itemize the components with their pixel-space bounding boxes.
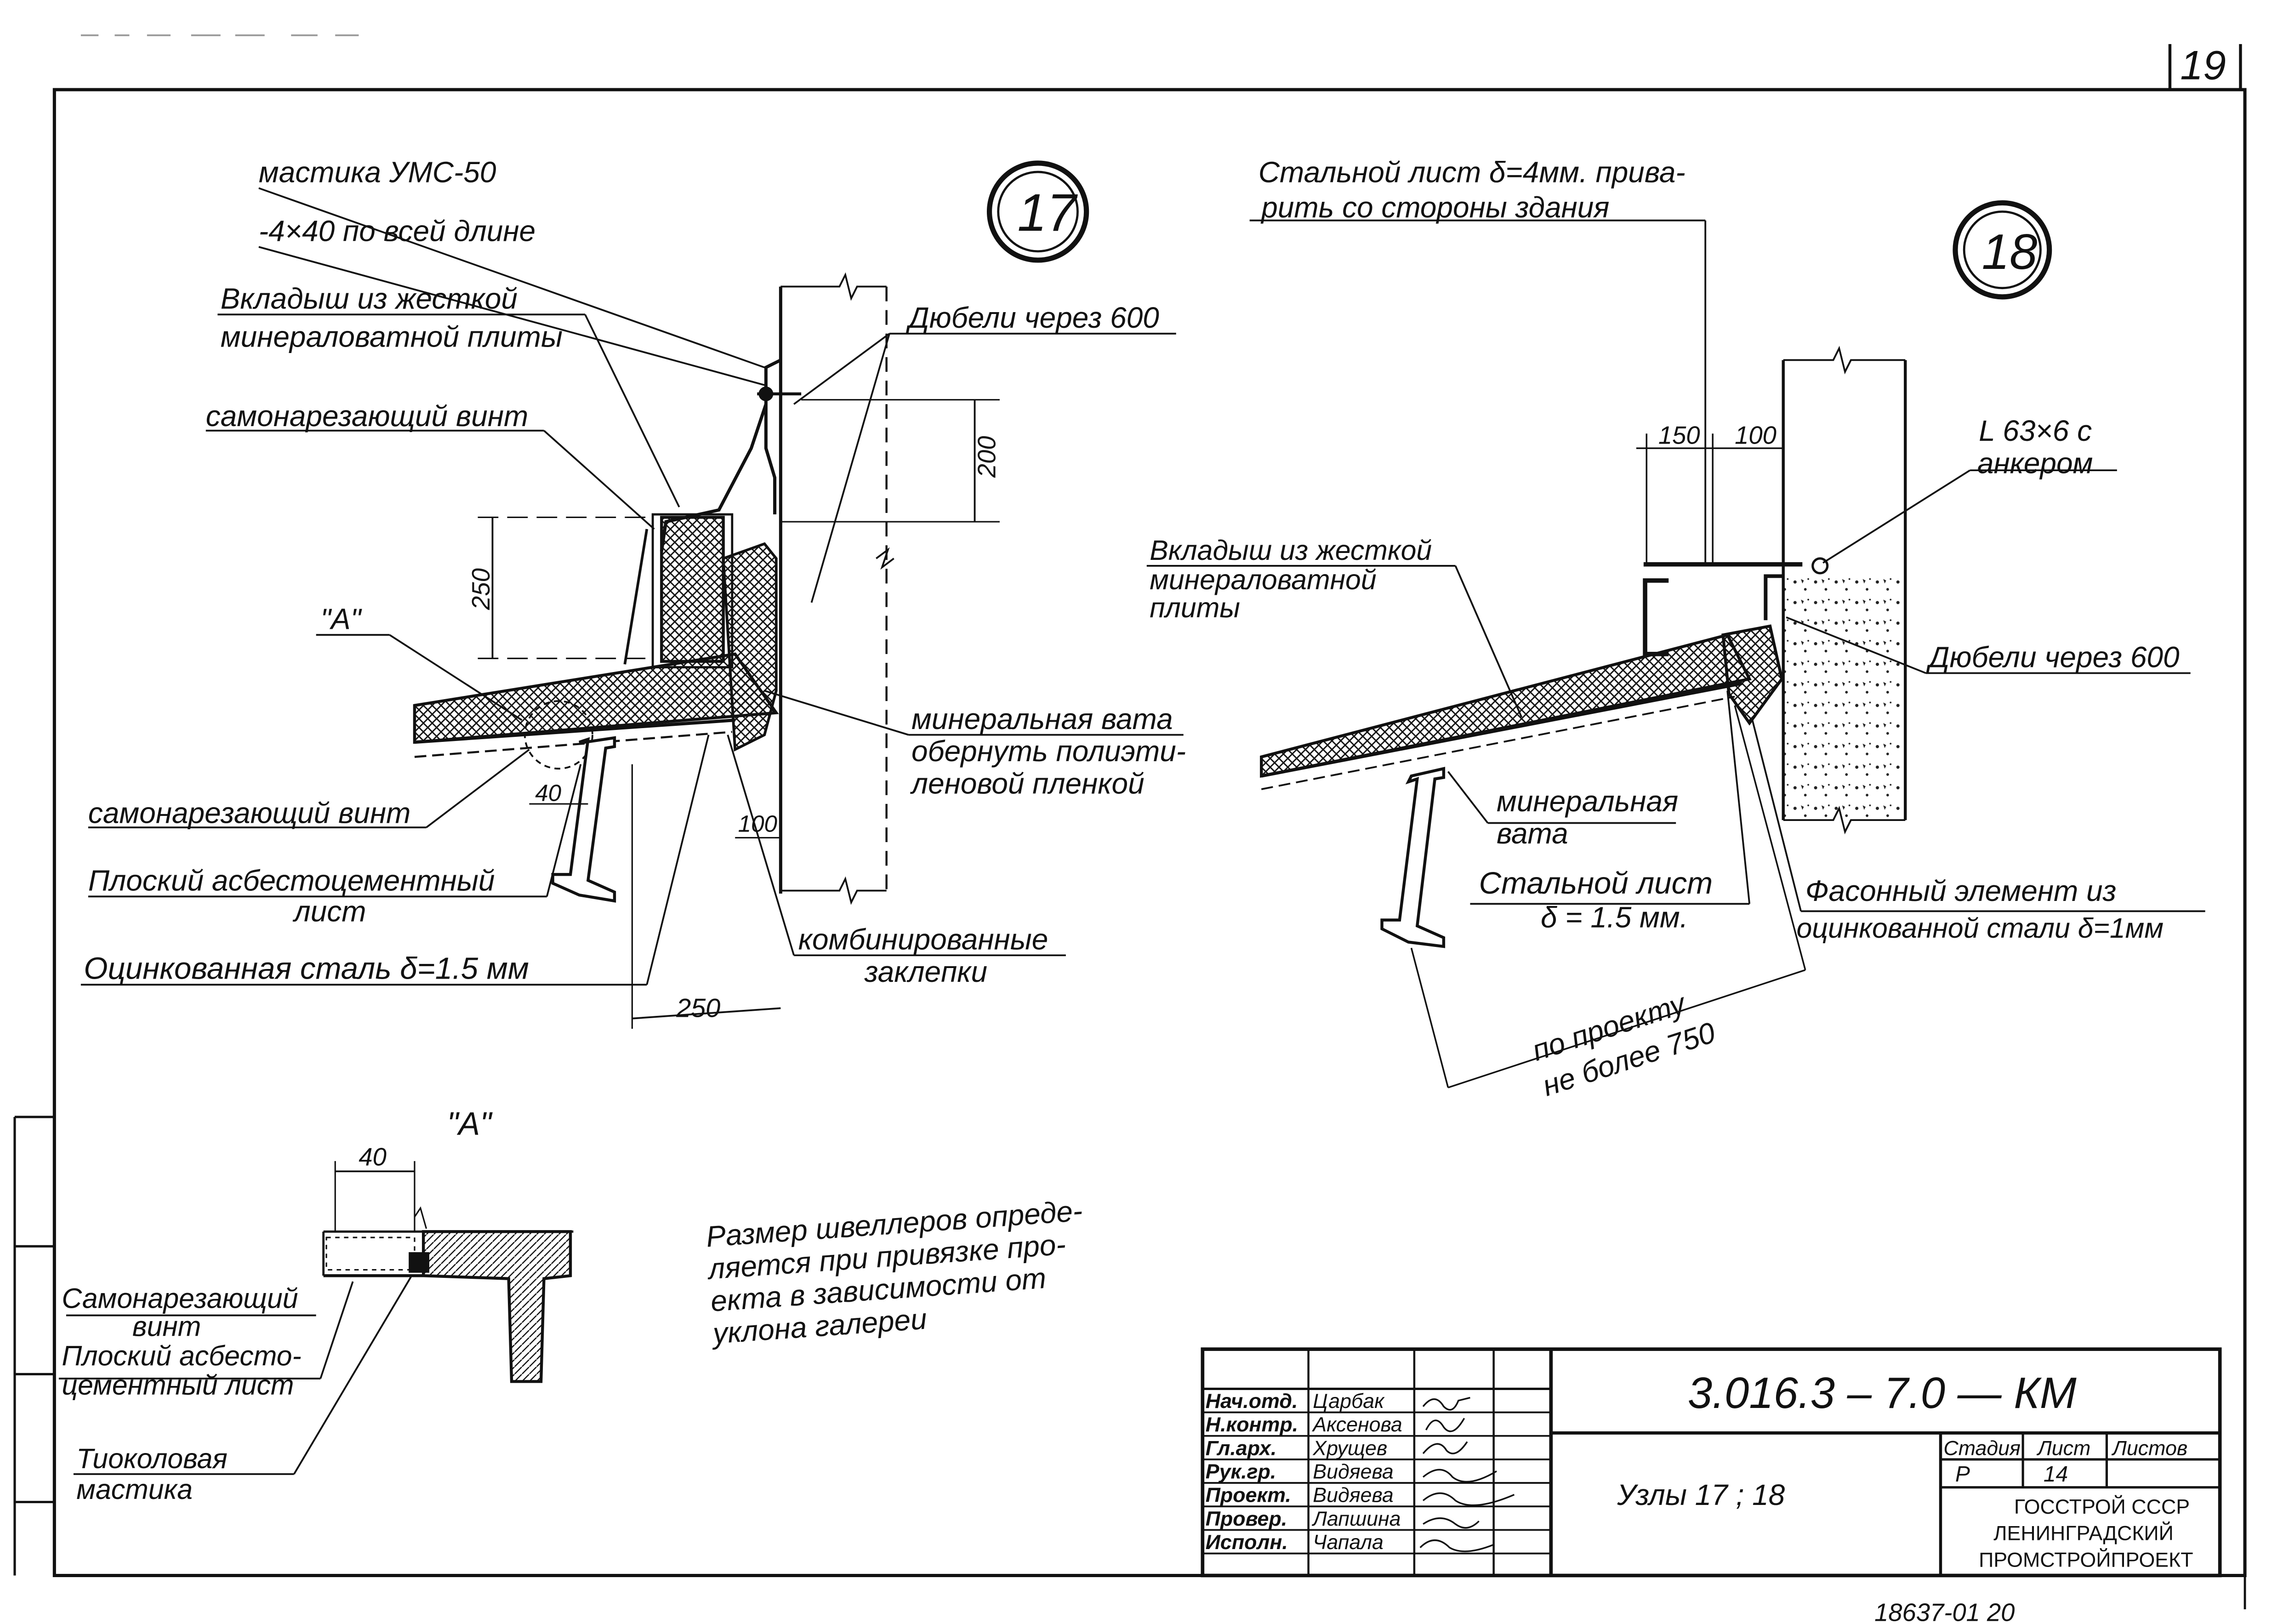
- dims-18: [1410, 433, 1806, 1088]
- sheet-header: Лист: [2036, 1436, 2090, 1459]
- sheet-value: 14: [2044, 1462, 2068, 1487]
- node-18-drawing: [1146, 200, 2205, 1088]
- stage-header: Стадия: [1943, 1436, 2021, 1459]
- label-angle-1: L 63×6 с: [1979, 414, 2092, 447]
- label-steel-sheet-1: Стальной лист δ=4мм. прива-: [1258, 155, 1685, 188]
- detail-a-sheet-1: Плоский асбесто-: [62, 1340, 301, 1371]
- detail-a-title: "А": [447, 1105, 493, 1141]
- label-mineral-2: обернуть полиэти-: [911, 735, 1186, 768]
- role-5-name: Видяева: [1313, 1484, 1394, 1507]
- node-18-number: 18: [1982, 224, 2038, 280]
- label-mark-a: "А": [320, 602, 362, 635]
- label-dowels-17: Дюбели через 600: [906, 301, 1160, 334]
- node-18-circle: [1953, 200, 2052, 300]
- label-mineral-1: минеральная вата: [911, 702, 1173, 735]
- detail-a-mastic-2: мастика: [76, 1474, 193, 1505]
- title-name: Узлы 17 ; 18: [1617, 1478, 1785, 1511]
- dim-100-18: 100: [1735, 422, 1777, 450]
- role-4-name: Видяева: [1313, 1460, 1394, 1483]
- label-angle-2: анкером: [1977, 447, 2093, 480]
- leaders-17: [80, 187, 1184, 986]
- node-17-circle: [986, 160, 1089, 263]
- label-mineral-3: леновой пленкой: [910, 767, 1144, 800]
- label-asbestos-2: лист: [292, 895, 366, 928]
- dim-150: 150: [1658, 422, 1700, 450]
- role-5: Проект.: [1206, 1484, 1291, 1507]
- role-7-name: Чапала: [1313, 1531, 1384, 1554]
- node-17-drawing: [80, 160, 1184, 1029]
- role-2: Н.контр.: [1206, 1413, 1298, 1436]
- label-insert-2: минераловатной плиты: [221, 320, 563, 353]
- roof-panel-17: [413, 652, 779, 744]
- label-insert18-1: Вкладыш из жесткой: [1150, 535, 1432, 566]
- label-mineral18-2: вата: [1497, 817, 1568, 850]
- note: Размер швеллеров опреде- ляется при прив…: [705, 1194, 1083, 1350]
- label-shaped-1: Фасонный элемент из: [1805, 874, 2117, 907]
- label-steel18-1: Стальной лист: [1479, 866, 1713, 900]
- dim-250-vertical: 250: [467, 568, 495, 610]
- label-screw-bottom: самонарезающий винт: [88, 796, 411, 829]
- label-rivets-2: заклепки: [864, 955, 987, 988]
- node-17-number: 17: [1017, 183, 1078, 242]
- org-line-1: ГОССТРОЙ СССР: [2014, 1495, 2190, 1518]
- label-dowels-18: Дюбели через 600: [1926, 641, 2180, 674]
- detail-a-dim-40: 40: [359, 1143, 386, 1171]
- detail-a-sheet-2: цементный лист: [62, 1369, 294, 1401]
- role-1: Нач.отд.: [1206, 1390, 1298, 1413]
- role-3-name: Хрущев: [1312, 1436, 1387, 1459]
- label-rivets-1: комбинированные: [798, 923, 1048, 956]
- role-1-name: Царбак: [1313, 1390, 1385, 1413]
- channel-18: [1643, 578, 1669, 656]
- dim-250-horizontal: 250: [676, 994, 720, 1023]
- page-number: 19: [2180, 42, 2226, 88]
- label-insert18-2: минераловатной: [1150, 564, 1376, 595]
- detail-a-screw-2: винт: [132, 1311, 201, 1342]
- title-code: 3.016.3 – 7.0 — КМ: [1688, 1368, 2077, 1418]
- insert-block-17: [660, 516, 725, 663]
- role-4: Рук.гр.: [1206, 1460, 1276, 1483]
- sheets-header: Листов: [2111, 1436, 2187, 1459]
- i-beam-17: [551, 736, 616, 903]
- leaders-18: [1146, 219, 2205, 912]
- roof-panel-18: [1260, 633, 1752, 778]
- stage-value: Р: [1955, 1462, 1970, 1487]
- role-3: Гл.арх.: [1206, 1436, 1277, 1459]
- detail-a-tee: [421, 1230, 572, 1383]
- org-line-2: ЛЕНИНГРАДСКИЙ: [1993, 1521, 2174, 1545]
- dim-40: 40: [535, 780, 561, 806]
- org-line-3: ПРОМСТРОЙПРОЕКТ: [1979, 1548, 2193, 1571]
- role-7: Исполн.: [1206, 1531, 1288, 1554]
- label-strip: -4×40 по всей длине: [259, 214, 535, 247]
- bottom-code: 18637-01 20: [1874, 1599, 2015, 1624]
- label-steel18-2: δ = 1.5 мм.: [1541, 900, 1688, 934]
- label-insert-1: Вкладыш из жесткой: [221, 282, 518, 315]
- concrete-wall: [1783, 570, 1906, 821]
- i-beam-18: [1380, 767, 1446, 948]
- dim-100: 100: [738, 811, 778, 837]
- title-block: [1201, 1347, 2222, 1578]
- label-mastic: мастика УМС-50: [259, 155, 496, 188]
- role-6: Провер.: [1206, 1507, 1287, 1530]
- label-screw-top: самонарезающий винт: [206, 399, 529, 433]
- detail-a-screw-1: Самонарезающий: [62, 1283, 298, 1314]
- role-2-name: Аксенова: [1311, 1413, 1402, 1436]
- dim-200: 200: [973, 436, 1001, 478]
- signatures: [1419, 1396, 1515, 1552]
- label-steel-sheet-2: рить со стороны здания: [1260, 191, 1609, 224]
- wall-17: [779, 272, 894, 905]
- label-insert18-3: плиты: [1150, 592, 1240, 623]
- label-asbestos-1: Плоский асбестоцементный: [88, 864, 495, 897]
- detail-a-mastic-1: Тиоколовая: [76, 1443, 228, 1474]
- label-galv-steel: Оцинкованная сталь δ=1.5 мм: [84, 951, 529, 986]
- sheet-frame: [13, 34, 2247, 1610]
- role-6-name: Лапшина: [1311, 1507, 1401, 1530]
- label-mineral18-1: минеральная: [1497, 785, 1678, 818]
- label-shaped-2: оцинкованной стали δ=1мм: [1797, 912, 2164, 944]
